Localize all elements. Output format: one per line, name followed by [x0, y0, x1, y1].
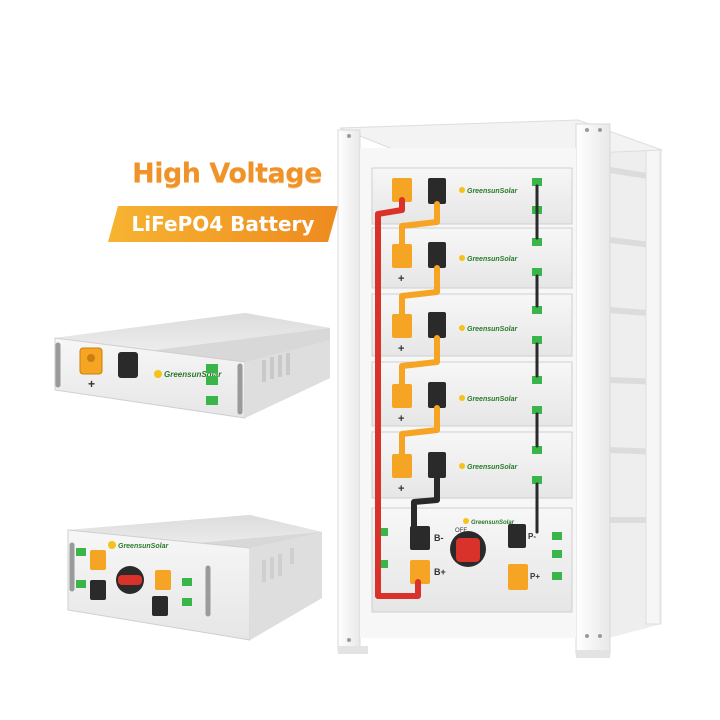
cabinet-battery-modules: GreensunSolar + GreensunSolar + — [371, 167, 573, 499]
off-label: OFF — [455, 528, 467, 534]
module-2-brand: GreensunSolar — [467, 256, 518, 263]
module-5-brand: GreensunSolar — [467, 464, 518, 471]
module-4-plus: + — [398, 413, 404, 425]
headline-title: High Voltage — [132, 158, 322, 189]
module-3-plus: + — [398, 343, 404, 355]
module-4-brand: GreensunSolar — [467, 396, 518, 403]
module-3-brand: GreensunSolar — [467, 326, 518, 333]
module-2-plus: + — [398, 273, 404, 285]
cabinet-cables — [375, 184, 539, 599]
headline-subtitle: LiFePO4 Battery — [131, 212, 315, 236]
module-5-plus: + — [398, 483, 404, 495]
p-minus-label: P- — [528, 532, 536, 541]
module-1-brand: GreensunSolar — [467, 188, 518, 195]
single-battery-module: + GreensunSolar — [54, 313, 330, 419]
b-minus-label: B- — [434, 533, 444, 543]
battery-cabinet: GreensunSolar + GreensunSolar + — [337, 119, 663, 658]
plus-label: + — [88, 377, 95, 391]
cabinet-control-box: B- B+ OFF GreensunSolar P- P+ — [371, 507, 573, 613]
p-plus-label: P+ — [530, 572, 540, 581]
brand-label: GreensunSolar — [164, 370, 222, 379]
control-box-module: GreensunSolar — [67, 515, 322, 641]
subtitle-ribbon — [108, 206, 338, 242]
control-box-brand: GreensunSolar — [118, 543, 169, 550]
b-plus-label: B+ — [434, 567, 446, 577]
control-brand: GreensunSolar — [471, 520, 515, 526]
